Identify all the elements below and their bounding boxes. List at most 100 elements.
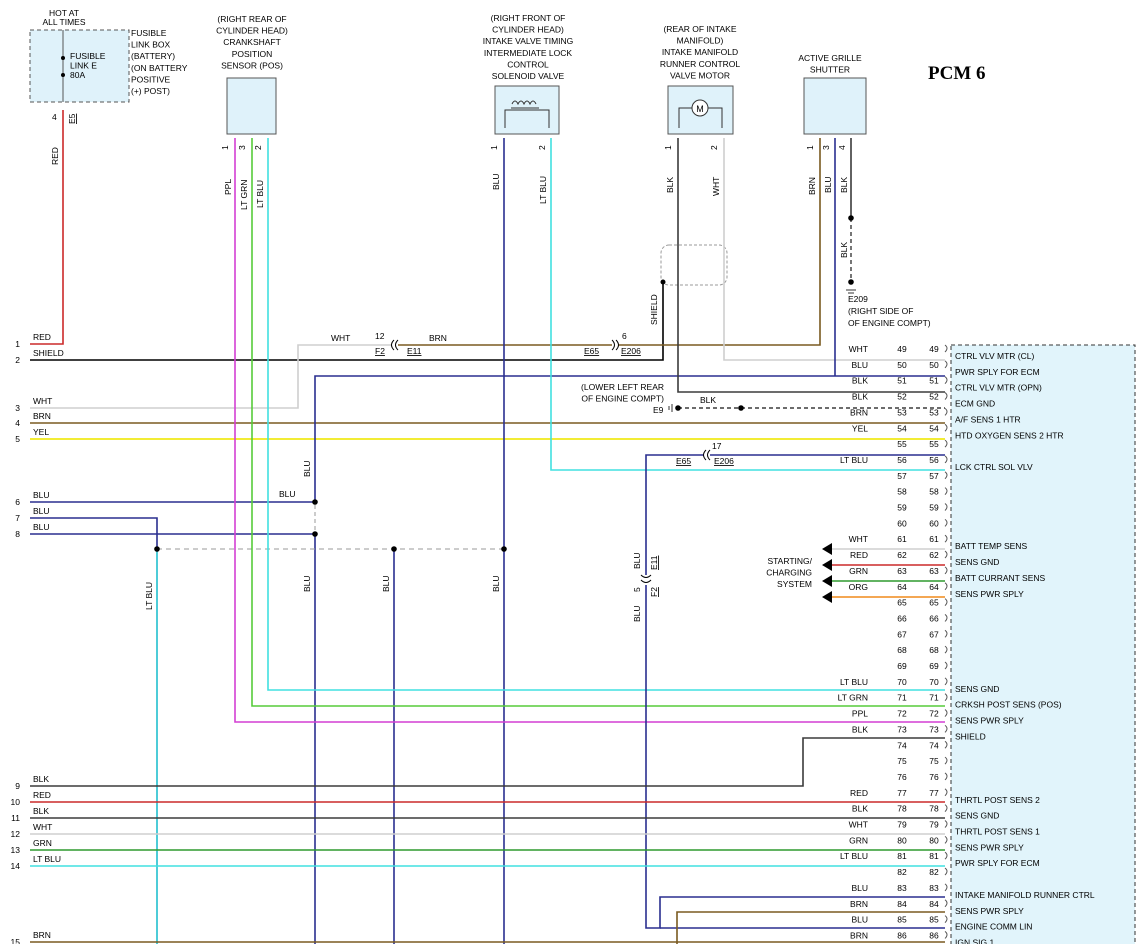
pcm-terminal-66 [944, 614, 948, 622]
imrc-label-2: INTAKE MANIFOLD [662, 47, 738, 57]
pcm-terminal-65 [944, 598, 948, 606]
pcm-pin-right-82: 82 [929, 867, 939, 877]
left-row-num-9: 9 [15, 781, 20, 791]
fuse-pin: 4 [52, 112, 57, 122]
pcm-pin-left-77: 77 [897, 788, 907, 798]
ckp-label-4: SENSOR (POS) [221, 60, 283, 70]
pcm-pin-right-65: 65 [929, 598, 939, 608]
connector-c12_e: E11 [407, 346, 422, 356]
ckp-label-1: CYLINDER HEAD) [216, 26, 288, 36]
pcm-terminal-64 [944, 582, 948, 591]
imrc-label-3: RUNNER CONTROL [660, 59, 741, 69]
wire-label-shield_v: SHIELD [649, 294, 659, 325]
pcm-pin-right-84: 84 [929, 899, 939, 909]
pcm-terminal-49 [944, 344, 948, 353]
ivt-label-4: CONTROL [507, 59, 549, 69]
connector-c6_num: 6 [622, 331, 627, 341]
pcm-pin-left-81: 81 [897, 851, 907, 861]
pcm-pin-right-56: 56 [929, 455, 939, 465]
pin-gs4: 4 [837, 145, 847, 150]
pcm-pin-left-67: 67 [897, 629, 907, 639]
e9-id: E9 [653, 405, 664, 415]
pcm-pin-right-54: 54 [929, 423, 939, 433]
pcm-func-80: SENS PWR SPLY [955, 842, 1024, 852]
left-row-label-1: RED [33, 332, 51, 342]
left-row-label-2: SHIELD [33, 348, 64, 358]
connector-c17_f: E65 [676, 456, 691, 466]
pcm-func-78: SENS GND [955, 811, 999, 821]
fuse-box-label-4: POSITIVE [131, 74, 171, 84]
ivt-label-0: (RIGHT FRONT OF [491, 13, 566, 23]
fuse-box-label-1: LINK BOX [131, 40, 171, 50]
pcm-pin-left-71: 71 [897, 693, 907, 703]
wire-blk-73 [30, 737, 945, 787]
pcm-terminal-77 [944, 788, 948, 797]
pcm-pin-left-59: 59 [897, 503, 907, 513]
pcm-wire-label-78: BLK [852, 804, 868, 814]
pcm-pin-left-58: 58 [897, 487, 907, 497]
pcm-pin-right-68: 68 [929, 645, 939, 655]
left-row-label-7: BLU [33, 506, 50, 516]
wire-label-ckp_ltgrn: LT GRN [239, 180, 249, 210]
wire-label-blu_mid: BLU [302, 460, 312, 477]
pcm-func-85: ENGINE COMM LIN [955, 922, 1032, 932]
pcm-wire-label-56: LT BLU [840, 455, 868, 465]
pcm-pin-right-70: 70 [929, 677, 939, 687]
left-row-num-11: 11 [11, 813, 20, 823]
pcm-pin-left-51: 51 [897, 376, 907, 386]
pcm-terminal-69 [944, 661, 948, 670]
pcm-pin-left-55: 55 [897, 439, 907, 449]
pin-gs3: 3 [821, 145, 831, 150]
shield-symbol [660, 244, 728, 286]
wire-label-ltblu_v: LT BLU [144, 582, 154, 610]
pcm-pin-right-52: 52 [929, 392, 939, 402]
pcm-pin-left-50: 50 [897, 360, 907, 370]
ckp-label-0: (RIGHT REAR OF [217, 14, 286, 24]
pcm-wire-label-86: BRN [850, 930, 868, 940]
pcm-connector-box [950, 344, 1136, 944]
wire-blu-row7 [30, 517, 158, 944]
wires [30, 110, 945, 944]
wire-label-blu_e11_a: BLU [632, 552, 642, 569]
pcm-terminal-67 [944, 629, 948, 638]
wire-label-blk_e9: BLK [700, 395, 716, 405]
pcm-func-49: CTRL VLV MTR (CL) [955, 351, 1035, 361]
pcm-terminal-79 [944, 820, 948, 828]
pcm-wire-label-73: BLK [852, 724, 868, 734]
pcm-pin-left-63: 63 [897, 566, 907, 576]
wire-label-gs_blu: BLU [823, 176, 833, 193]
pin-ckp3: 3 [237, 145, 247, 150]
pcm-pin-right-79: 79 [929, 820, 939, 830]
imrc-label-1: MANIFOLD) [677, 36, 724, 46]
e209-label-0: E209 [848, 294, 868, 304]
pcm-pin-left-69: 69 [897, 661, 907, 671]
wire-label-red_fuse: RED [50, 147, 60, 165]
left-row-label-4: BRN [33, 411, 51, 421]
wire-blk-imrc [677, 138, 945, 393]
pcm-terminal-60 [944, 518, 948, 527]
left-row-label-5: YEL [33, 427, 49, 437]
pcm-terminal-62 [944, 550, 948, 559]
left-row-num-7: 7 [15, 513, 20, 523]
pcm-pin-right-58: 58 [929, 487, 939, 497]
starting-label-1: CHARGING [766, 568, 812, 578]
pcm-pin-left-56: 56 [897, 455, 907, 465]
wire-label-wht_top: WHT [331, 333, 350, 343]
pcm-terminal-82 [944, 867, 948, 876]
pcm-wire-label-81: LT BLU [840, 851, 868, 861]
left-row-num-15: 15 [11, 937, 21, 944]
pin-ckp1: 1 [220, 145, 230, 150]
pcm-wire-label-61: WHT [849, 534, 868, 544]
pcm-wire-label-71: LT GRN [838, 693, 868, 703]
pcm-terminal-51 [944, 376, 948, 385]
ivt-label-3: INTERMEDIATE LOCK [484, 48, 572, 58]
left-row-label-3: WHT [33, 396, 52, 406]
svg-text:HOT AT: HOT AT [49, 8, 79, 18]
wire-label-ckp_ltblu: LT BLU [255, 180, 265, 208]
pcm-pin-left-85: 85 [897, 915, 907, 925]
pcm-wire-label-79: WHT [849, 820, 868, 830]
wire-label-blu_v3: BLU [491, 575, 501, 592]
